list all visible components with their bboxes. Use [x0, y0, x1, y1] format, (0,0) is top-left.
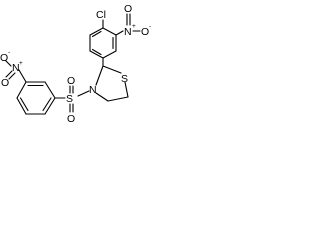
nitro2-oxygen-charge: - — [8, 49, 10, 56]
nitro1-oxygen-top-label: O — [124, 3, 132, 15]
nitro2-nitrogen-charge: + — [19, 60, 23, 67]
sulfonyl-oxygen-top-label: O — [67, 75, 75, 87]
n-s-bond — [77, 90, 90, 97]
lower-benzene-ring — [16, 81, 56, 115]
nitro2-oxygen-left-label: O — [0, 52, 8, 64]
thiazolidine-sulfur-label: S — [121, 73, 128, 85]
nitro2-nitrogen-label: N — [12, 62, 20, 74]
nitro2-oxygen-bottom-label: O — [1, 77, 9, 89]
c-n-nitro1-bond — [115, 30, 124, 36]
upper-benzene-ring — [89, 27, 117, 59]
thiazolidine-nitrogen-label: N — [89, 84, 97, 96]
c-n-nitro2-bond — [18, 69, 27, 83]
nitro1-nitrogen-label: N — [124, 26, 132, 38]
nitro1-oxygen-charge: - — [149, 23, 151, 30]
chlorine-atom-label: Cl — [96, 9, 106, 21]
sulfonyl-sulfur-label: S — [66, 93, 73, 105]
n-o-nitro2-double-bond-b — [8, 72, 16, 80]
n-o-nitro2-double-bond-a — [5, 70, 13, 78]
n-o-nitro2-single-bond — [5, 60, 12, 67]
nitro1-nitrogen-charge: + — [132, 23, 136, 30]
nitro1-oxygen-right-label: O — [141, 26, 149, 38]
molecule-structure: Cl O N + O - S N S O O N + O - O — [0, 3, 151, 125]
sulfonyl-oxygen-bottom-label: O — [67, 113, 75, 125]
thiazolidine-ring — [95, 65, 129, 102]
